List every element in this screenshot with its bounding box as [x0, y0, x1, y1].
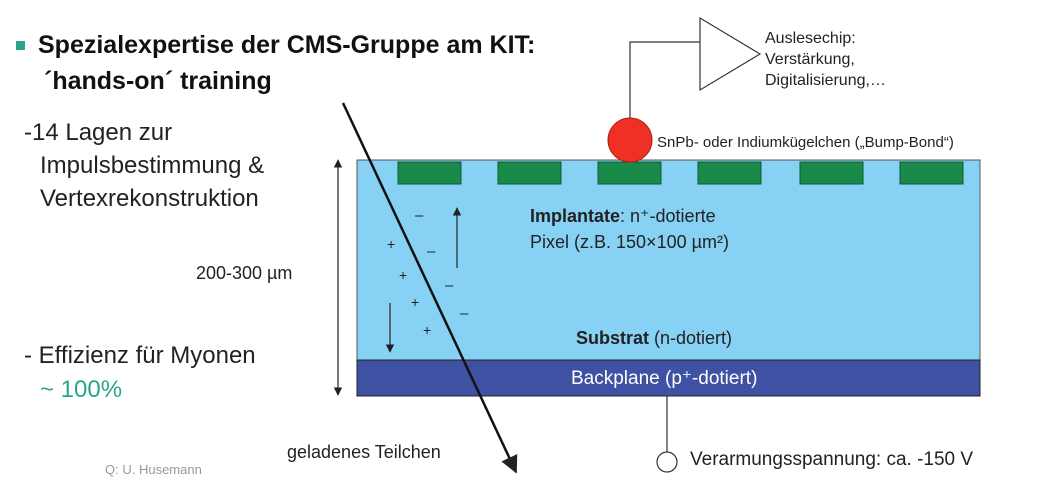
pixel-implant — [697, 161, 762, 185]
readout-chip-line-1: Auslesechip: — [765, 30, 856, 47]
readout-chip-line-2: Verstärkung, — [765, 51, 855, 68]
electron-charge: – — [460, 305, 469, 322]
substrate-label-bold: Substrat — [576, 328, 650, 348]
implant-label-bold: Implantate — [530, 206, 621, 226]
left-item-2: - Effizienz für Myonen — [24, 342, 256, 369]
left-item-1-line-3: Vertexrekonstruktion — [40, 185, 259, 212]
left-item-1-line-1: -14 Lagen zur — [24, 119, 173, 146]
pixel-implant — [397, 161, 462, 185]
heading-line-1: Spezialexpertise der CMS-Gruppe am KIT: — [38, 31, 536, 59]
electron-charge: – — [445, 277, 454, 294]
heading-line-2: ´hands-on´ training — [44, 67, 272, 95]
readout-wire — [629, 41, 700, 118]
particle-track — [341, 102, 518, 474]
source-credit: Q: U. Husemann — [105, 462, 202, 477]
hole-charge: + — [399, 267, 407, 283]
bump-bond-label: SnPb- oder Indiumkügelchen („Bump-Bond“) — [657, 134, 954, 151]
pixel-implant — [799, 161, 864, 185]
pixel-implant — [497, 161, 562, 185]
electron-charge: – — [415, 207, 424, 224]
amplifier-triangle — [699, 16, 762, 92]
substrate-label: Substrat (n-dotiert) — [576, 327, 732, 349]
thickness-label: 200-300 µm — [196, 263, 293, 283]
implant-label: Implantate: n⁺-dotierte — [530, 205, 716, 227]
left-item-1-line-2: Impulsbestimmung & — [40, 152, 265, 179]
pixel-implant — [899, 161, 964, 185]
readout-chip-line-3: Digitalisierung,… — [765, 72, 886, 89]
particle-label: geladenes Teilchen — [287, 442, 441, 462]
hole-charge: + — [423, 322, 431, 338]
implant-label-line-2: Pixel (z.B. 150×100 µm²) — [530, 232, 729, 252]
sensor-substrate — [356, 159, 981, 361]
bump-bond-ball — [607, 117, 653, 163]
backplane-label: Backplane (p⁺-dotiert) — [571, 368, 758, 389]
hole-charge: + — [411, 294, 419, 310]
left-item-2-value: ~ 100% — [40, 376, 123, 403]
electron-charge: – — [427, 243, 436, 260]
hole-charge: + — [387, 236, 395, 252]
pixel-implant — [597, 161, 662, 185]
substrate-label-rest: (n-dotiert) — [649, 328, 733, 348]
implant-label-rest: : n⁺-dotierte — [620, 206, 716, 226]
bias-terminal — [656, 451, 678, 473]
bias-voltage-label: Verarmungsspannung: ca. -150 V — [690, 449, 974, 470]
backplane-layer — [356, 359, 981, 397]
bullet-square — [16, 41, 25, 50]
